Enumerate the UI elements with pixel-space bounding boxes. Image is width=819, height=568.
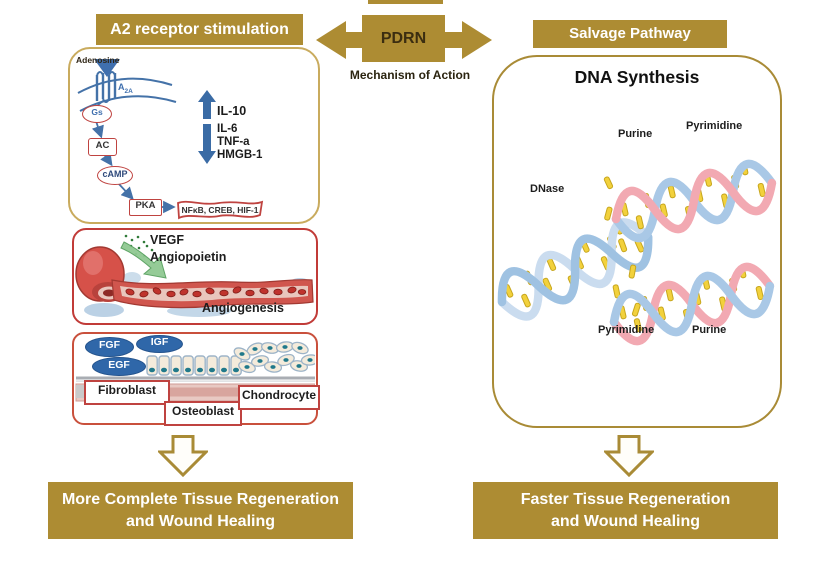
adenylyl-cyclase-node: AC — [88, 138, 117, 156]
angiogenesis-panel: VEGF Angiopoietin Angiogenesis — [72, 228, 318, 325]
pyrimidine-top-label: Pyrimidine — [686, 120, 743, 132]
dna-helix-lower-right — [609, 262, 775, 346]
free-nucleotides — [603, 176, 641, 317]
right-outcome-line1: Faster Tissue Regeneration — [520, 490, 731, 508]
vegf-label: VEGF — [150, 233, 185, 247]
hmgb1-label: HMGB-1 — [217, 149, 263, 161]
banner-ribbon-icon — [177, 200, 264, 220]
red-blood-cells — [125, 286, 307, 298]
fibroblast-label-box: Fibroblast — [84, 380, 170, 405]
gs-protein-node: Gs — [82, 105, 112, 123]
upregulation-arrow-icon — [198, 90, 216, 119]
left-outcome-line1: More Complete Tissue Regeneration — [61, 490, 340, 508]
adenosine-label: Adenosine — [76, 55, 120, 65]
chondrocyte-label-box: Chondrocyte — [238, 385, 320, 410]
mechanism-of-action-label: Mechanism of Action — [349, 68, 471, 82]
left-pathway-header: A2 receptor stimulation — [96, 14, 303, 45]
downregulation-arrow-icon — [198, 124, 216, 164]
purine-top-label: Purine — [618, 128, 653, 140]
right-outcome-box: Faster Tissue Regeneration and Wound Hea… — [473, 482, 778, 539]
dna-helix-illustration — [497, 159, 777, 346]
dna-synthesis-panel: DNA Synthesis Purine Pyrimidine DNase Py… — [492, 55, 782, 428]
a2-signaling-panel: Adenosine A2A Gs AC cAMP PKA NFκB, CREB,… — [68, 47, 320, 224]
effectors-banner: NFκB, CREB, HIF-1 — [175, 198, 265, 221]
growth-factor-egf: EGF — [92, 357, 146, 376]
angiogenesis-caption: Angiogenesis — [202, 301, 284, 315]
cropped-top-box — [368, 0, 443, 4]
il10-label: IL-10 — [217, 104, 247, 118]
right-pathway-header: Salvage Pathway — [533, 20, 727, 48]
signaling-cascade-art — [77, 59, 216, 214]
growth-factor-arrow-icon — [120, 234, 167, 279]
a2a-base: A — [118, 82, 125, 92]
cell-cluster — [233, 341, 315, 374]
angiopoietin-label: Angiopoietin — [150, 250, 227, 264]
pyrimidine-bottom-label: Pyrimidine — [598, 324, 655, 336]
left-outcome-box: More Complete Tissue Regeneration and Wo… — [48, 482, 353, 539]
growth-factor-fgf: FGF — [85, 337, 134, 357]
growth-factors-panel: FGF IGF EGF Fibroblast Osteoblast Chondr… — [72, 332, 320, 426]
a2a-receptor-label: A2A — [118, 82, 133, 95]
dnase-label: DNase — [530, 183, 565, 195]
pdrn-title-box: PDRN — [362, 15, 445, 62]
right-outcome-line2: and Wound Healing — [550, 512, 701, 530]
a2a-subscript: 2A — [124, 87, 133, 95]
adenosine-triangle-icon — [94, 59, 120, 77]
dna-synthesis-title: DNA Synthesis — [574, 67, 700, 87]
left-outcome-line2: and Wound Healing — [125, 512, 276, 530]
bidirectional-arrow-icon — [316, 21, 492, 59]
effectors-banner-text: NFκB, CREB, HIF-1 — [181, 204, 259, 215]
blood-vessel-illustration — [75, 234, 314, 317]
down-arrow-icon — [604, 435, 654, 477]
growth-factor-igf: IGF — [136, 335, 183, 353]
tnf-label: TNF-a — [217, 136, 250, 148]
pka-node: PKA — [129, 199, 162, 216]
osteoblast-label-box: Osteoblast — [164, 401, 242, 426]
purine-bottom-label: Purine — [692, 324, 727, 336]
camp-node: cAMP — [97, 166, 133, 185]
il6-label: IL-6 — [217, 123, 238, 135]
dna-helix-upper-right — [611, 159, 777, 243]
down-arrow-icon — [158, 435, 208, 477]
